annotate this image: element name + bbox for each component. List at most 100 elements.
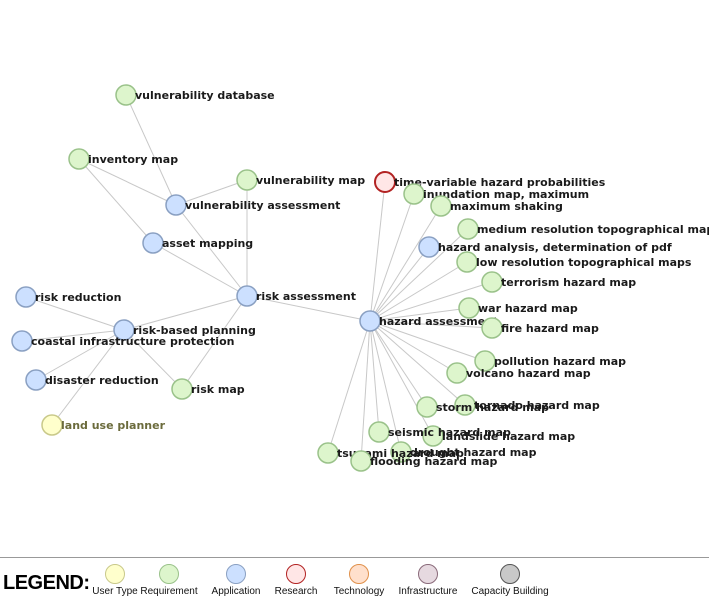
node-circle[interactable] [41, 414, 63, 436]
node-circle[interactable] [236, 169, 258, 191]
node-low-res-topo[interactable]: low resolution topographical maps [456, 251, 692, 273]
edge [175, 179, 248, 206]
node-landslide-hazard-map[interactable]: landslide hazard map [422, 425, 575, 447]
edge [369, 320, 380, 433]
node-circle[interactable] [374, 171, 396, 193]
node-medium-res-topo[interactable]: medium resolution topographical maps [457, 218, 709, 240]
edge [360, 320, 371, 462]
node-label: vulnerability database [135, 89, 275, 102]
node-circle[interactable] [142, 232, 164, 254]
edge [369, 320, 402, 453]
node-war-hazard-map[interactable]: war hazard map [458, 297, 578, 319]
node-inventory-map[interactable]: inventory map [68, 148, 178, 170]
node-circle[interactable] [171, 378, 193, 400]
node-risk-assessment[interactable]: risk assessment [236, 285, 356, 307]
node-circle[interactable] [25, 369, 47, 391]
node-seismic-hazard-map[interactable]: seismic hazard map [368, 421, 511, 443]
node-circle[interactable] [390, 441, 412, 463]
edge [123, 329, 183, 390]
node-tornado-hazard-map[interactable]: tornado hazard map [454, 394, 600, 416]
node-circle[interactable] [418, 236, 440, 258]
edge [369, 320, 493, 329]
node-layer: vulnerability database inventory map vulne… [11, 84, 709, 472]
node-vulnerability-map[interactable]: vulnerability map [236, 169, 365, 191]
node-disaster-reduction[interactable]: disaster reduction [25, 369, 159, 391]
node-circle[interactable] [165, 194, 187, 216]
node-circle[interactable] [115, 84, 137, 106]
infrastructure-swatch-icon [418, 564, 438, 584]
node-hazard-analysis[interactable]: hazard analysis, determination of pdf [418, 236, 672, 258]
node-label: risk map [191, 383, 245, 396]
node-circle[interactable] [11, 330, 33, 352]
legend-label: Capacity Building [471, 586, 549, 597]
node-time-variable[interactable]: time-variable hazard probabilities [374, 171, 606, 193]
legend-label: Research [274, 586, 318, 597]
node-label: terrorism hazard map [501, 276, 636, 289]
node-circle[interactable] [430, 195, 452, 217]
edge [125, 94, 177, 206]
node-circle[interactable] [317, 442, 339, 464]
node-vulnerability-database[interactable]: vulnerability database [115, 84, 275, 106]
node-label: maximum shaking [450, 200, 563, 213]
edge [78, 158, 154, 244]
node-land-use-planner[interactable]: land use planner [41, 414, 166, 436]
node-label: risk assessment [256, 290, 356, 303]
legend: LEGEND: User Type Requirement Applicatio… [0, 557, 709, 601]
node-label: flooding hazard map [370, 455, 498, 468]
node-vulnerability-assessment[interactable]: vulnerability assessment [165, 194, 340, 216]
legend-item-infrastructure: Infrastructure [388, 564, 468, 597]
edge [369, 193, 415, 322]
node-maximum-shaking[interactable]: maximum shaking [430, 195, 563, 217]
edge [175, 204, 248, 297]
legend-label: Application [211, 586, 261, 597]
node-flooding-hazard-map[interactable]: flooding hazard map [350, 450, 498, 472]
node-circle[interactable] [457, 218, 479, 240]
node-circle[interactable] [454, 394, 476, 416]
legend-item-application: Application [196, 564, 276, 597]
node-circle[interactable] [403, 183, 425, 205]
edge [152, 242, 248, 297]
user-type-swatch-icon [105, 564, 125, 584]
edge [327, 320, 371, 454]
node-circle[interactable] [68, 148, 90, 170]
legend-item-technology: Technology [319, 564, 399, 597]
node-label: medium resolution topographical maps [477, 223, 709, 236]
node-asset-mapping[interactable]: asset mapping [142, 232, 253, 254]
node-volcano-hazard-map[interactable]: volcano hazard map [446, 362, 591, 384]
node-risk-reduction[interactable]: risk reduction [15, 286, 121, 308]
node-label: time-variable hazard probabilities [394, 176, 606, 189]
node-coastal-infrastructure-protection[interactable]: coastal infrastructure protection [11, 330, 234, 352]
edge [21, 329, 125, 342]
node-circle[interactable] [236, 285, 258, 307]
node-terrorism-hazard-map[interactable]: terrorism hazard map [481, 271, 636, 293]
node-circle[interactable] [458, 297, 480, 319]
node-circle[interactable] [368, 421, 390, 443]
legend-item-research: Research [256, 564, 336, 597]
node-pollution-hazard-map[interactable]: pollution hazard map [474, 350, 626, 372]
node-label: fire hazard map [501, 322, 599, 335]
node-circle[interactable] [481, 317, 503, 339]
node-label: war hazard map [478, 302, 578, 315]
edge [369, 181, 386, 322]
node-drought-hazard-map[interactable]: drought hazard map [390, 441, 537, 463]
node-circle[interactable] [446, 362, 468, 384]
node-risk-based-planning[interactable]: risk-based planning [113, 319, 256, 341]
node-circle[interactable] [474, 350, 496, 372]
node-circle[interactable] [422, 425, 444, 447]
edge [369, 261, 468, 322]
node-fire-hazard-map[interactable]: fire hazard map [481, 317, 599, 339]
node-risk-map[interactable]: risk map [171, 378, 245, 400]
node-storm-hazard-map[interactable]: storm hazard map [416, 396, 549, 418]
node-circle[interactable] [416, 396, 438, 418]
node-inundation-map[interactable]: inundation map, maximum [403, 183, 589, 205]
node-circle[interactable] [456, 251, 478, 273]
node-circle[interactable] [350, 450, 372, 472]
node-circle[interactable] [359, 310, 381, 332]
node-label: vulnerability map [256, 174, 365, 187]
edge [369, 246, 430, 322]
edge [51, 329, 125, 426]
node-circle[interactable] [481, 271, 503, 293]
node-label: land use planner [61, 419, 166, 432]
node-circle[interactable] [113, 319, 135, 341]
node-circle[interactable] [15, 286, 37, 308]
